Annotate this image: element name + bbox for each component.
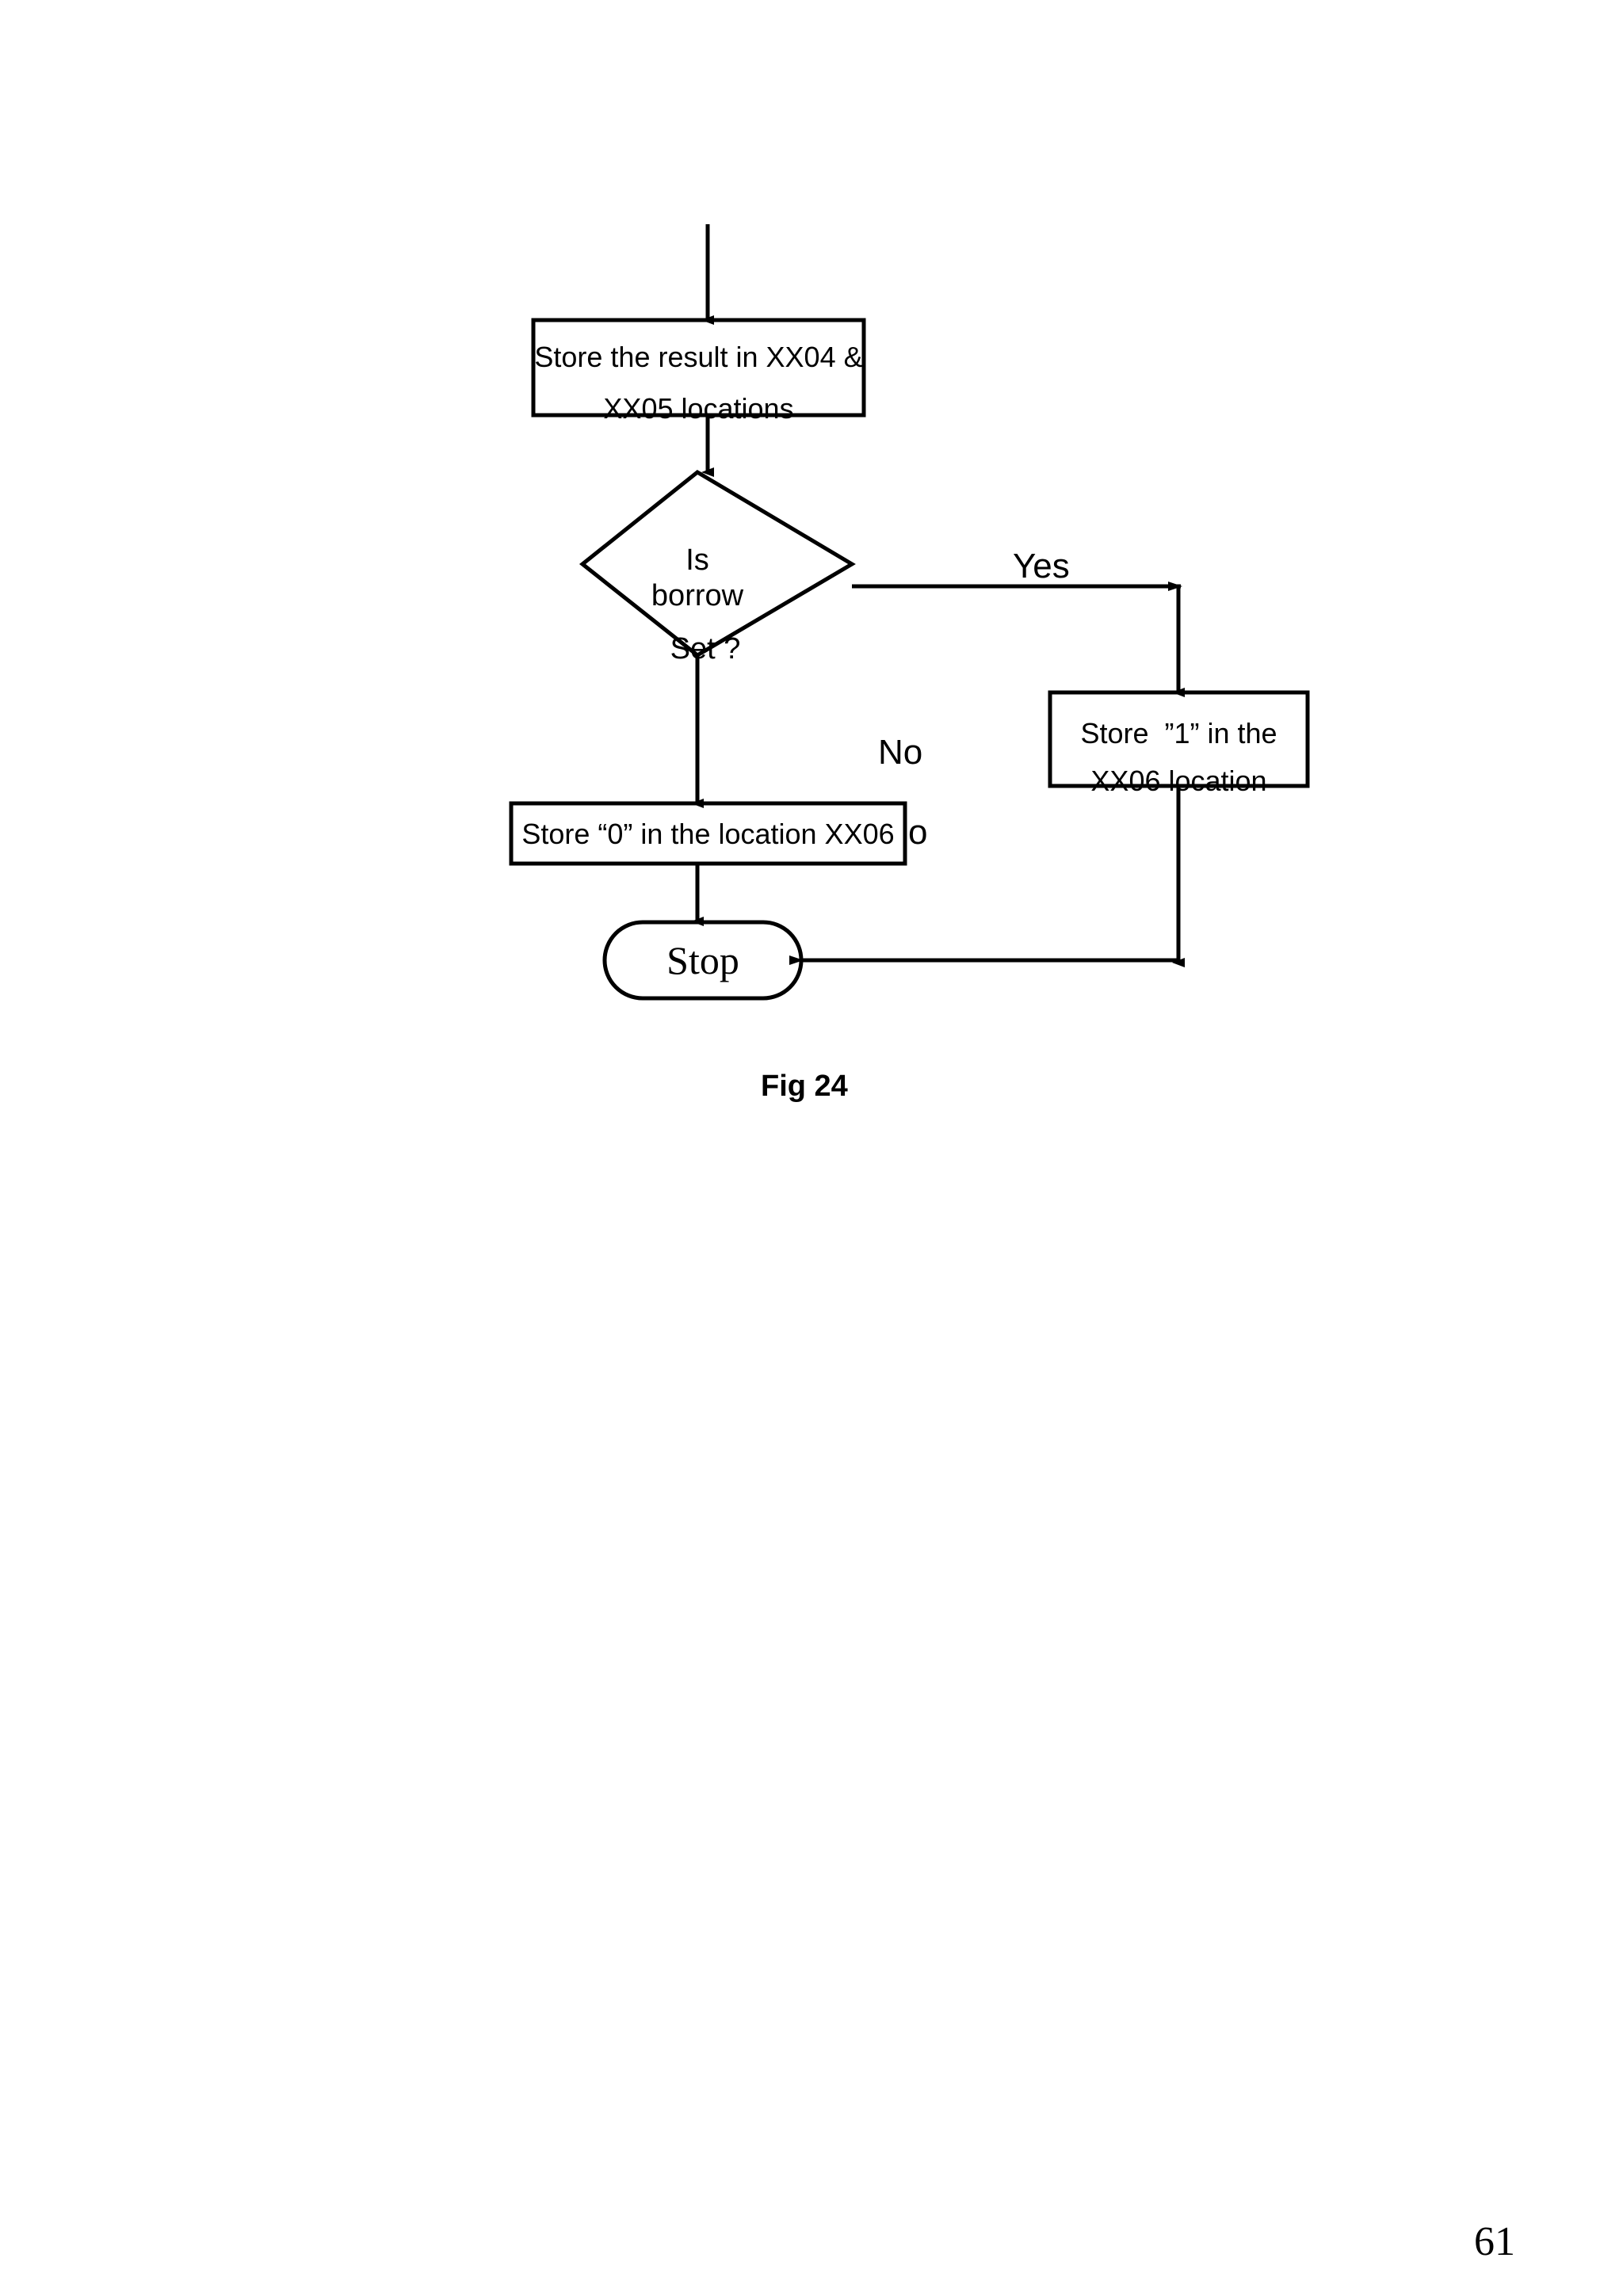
- node-store-result-line-1: Store the result in XX04 &: [534, 341, 863, 373]
- page-number: 61: [1474, 2219, 1515, 2264]
- node-is-borrow-set-line-1: Is: [685, 543, 709, 577]
- node-is-borrow-set-line-3: Set ?: [670, 632, 741, 666]
- edge-label-no: No: [878, 733, 923, 772]
- node-stop-label: Stop: [666, 938, 739, 982]
- figure-caption: Fig 24: [761, 1070, 848, 1103]
- stray-glyph-o: o: [908, 813, 928, 852]
- node-is-borrow-set-line-2: borrow: [651, 579, 744, 612]
- node-store-result-shape: [531, 318, 866, 418]
- node-store-one-line-2: XX06 location: [1090, 765, 1267, 797]
- node-store-result-line-2: XX05 locations: [603, 392, 794, 425]
- edge-label-yes: Yes: [1013, 547, 1070, 585]
- node-store-zero-line-1: Store “0” in the location XX06: [521, 818, 895, 850]
- node-store-one-line-1: Store ”1” in the: [1080, 717, 1277, 749]
- node-store-zero-shape: [509, 801, 907, 866]
